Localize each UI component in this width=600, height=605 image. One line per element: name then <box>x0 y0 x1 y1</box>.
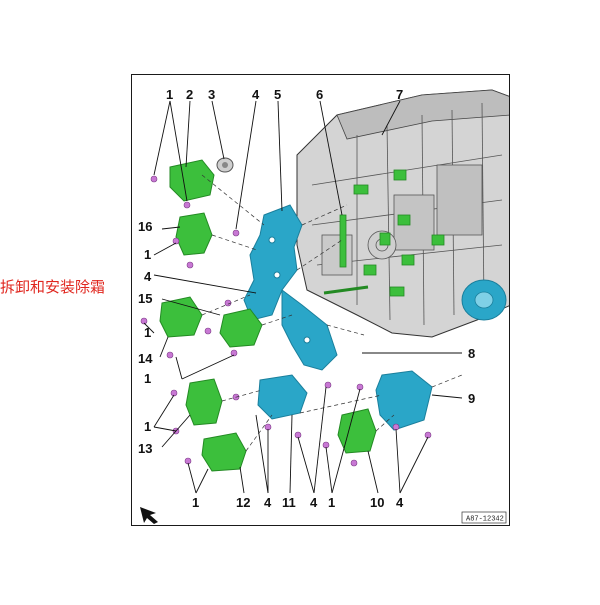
valve-2 <box>169 159 215 202</box>
callout-1: 1 <box>144 419 151 434</box>
transmission-housing <box>296 89 509 338</box>
bracket-5 <box>243 204 338 371</box>
callout-4: 4 <box>264 495 272 510</box>
cover-9 <box>375 370 433 431</box>
valves <box>159 159 377 472</box>
callout-4: 4 <box>310 495 318 510</box>
callout-1: 1 <box>144 325 151 340</box>
exploded-view-drawing: 1 2 3 4 5 6 7 16 1 4 15 1 14 1 8 9 1 13 … <box>138 87 509 524</box>
callout-1: 1 <box>144 247 151 262</box>
side-caption: 拆卸和安装除霜 <box>0 279 106 296</box>
callout-15: 15 <box>138 291 152 306</box>
callout-8: 8 <box>468 346 475 361</box>
callout-1: 1 <box>166 87 173 102</box>
guide-rod-8 <box>323 285 369 295</box>
callout-10: 10 <box>370 495 384 510</box>
arrow-icon <box>140 507 158 524</box>
valve-16 <box>175 212 213 256</box>
callout-1: 1 <box>192 495 199 510</box>
assembly-lines <box>201 174 463 452</box>
valve-10 <box>337 408 377 454</box>
reference-number: A87-12342 <box>466 516 504 524</box>
callout-5: 5 <box>274 87 281 102</box>
callout-1: 1 <box>144 371 151 386</box>
callout-12: 12 <box>236 495 250 510</box>
callout-6: 6 <box>316 87 323 102</box>
leader-lines <box>143 100 463 494</box>
callout-3: 3 <box>208 87 215 102</box>
callout-13: 13 <box>138 441 152 456</box>
bracket-11 <box>257 374 308 420</box>
sensor-3 <box>216 157 234 173</box>
callout-4: 4 <box>252 87 260 102</box>
valve-14 <box>219 308 263 348</box>
callout-7: 7 <box>396 87 403 102</box>
valve-13 <box>185 378 223 426</box>
callout-9: 9 <box>468 391 475 406</box>
reference-box <box>461 511 507 524</box>
callout-1: 1 <box>328 495 335 510</box>
diagram-frame: 1 2 3 4 5 6 7 16 1 4 15 1 14 1 8 9 1 13 … <box>131 74 510 526</box>
callout-4: 4 <box>396 495 404 510</box>
callout-4: 4 <box>144 269 152 284</box>
callout-14: 14 <box>138 351 153 366</box>
valve-15 <box>159 296 203 338</box>
valve-12 <box>201 432 247 472</box>
callout-2: 2 <box>186 87 193 102</box>
callout-16: 16 <box>138 219 152 234</box>
callout-11: 11 <box>282 495 296 510</box>
